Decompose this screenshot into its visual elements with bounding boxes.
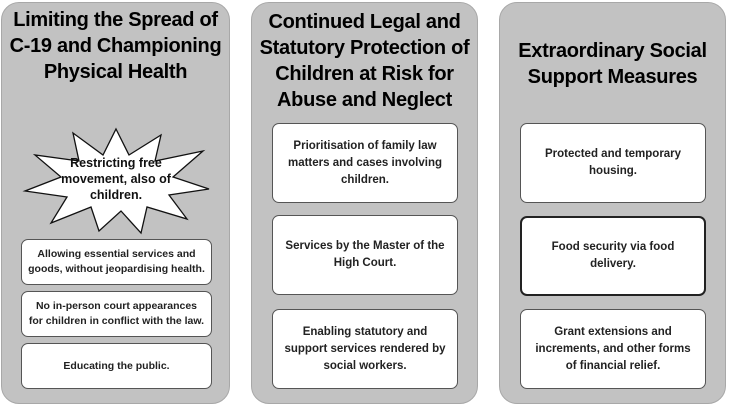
column-title: Extraordinary Social Support Measures — [518, 40, 707, 88]
item-housing: Protected and temporary housing. — [520, 123, 706, 203]
item-master-high-court: Services by the Master of the High Court… — [272, 215, 458, 295]
item-food-security: Food security via food delivery. — [520, 216, 706, 296]
column-social-support: Extraordinary Social Support Measures Pr… — [499, 2, 726, 404]
item-social-workers: Enabling statutory and support services … — [272, 309, 458, 389]
item-educating-public: Educating the public. — [21, 343, 212, 389]
item-text: Prioritisation of family law matters and… — [287, 139, 443, 186]
column-title: Continued Legal and Statutory Protection… — [259, 11, 470, 111]
column-title: Limiting the Spread of C-19 and Champion… — [9, 9, 222, 83]
item-text: No in-person court appearances for child… — [28, 300, 205, 327]
starburst-text: Restricting free movement, also of child… — [61, 156, 171, 202]
item-text: Food security via food delivery. — [551, 241, 675, 270]
column-legal-protection: Continued Legal and Statutory Protection… — [251, 2, 478, 404]
item-text: Services by the Master of the High Court… — [285, 240, 445, 269]
item-text: Grant extensions and increments, and oth… — [535, 325, 691, 372]
item-text: Allowing essential services and goods, w… — [28, 248, 205, 275]
item-text: Enabling statutory and support services … — [284, 325, 446, 372]
item-family-law: Prioritisation of family law matters and… — [272, 123, 458, 203]
item-text: Educating the public. — [63, 359, 170, 372]
item-text: Protected and temporary housing. — [544, 148, 682, 177]
item-grants: Grant extensions and increments, and oth… — [520, 309, 706, 389]
item-essential-services: Allowing essential services and goods, w… — [21, 239, 212, 285]
column-physical-health: Limiting the Spread of C-19 and Champion… — [1, 2, 230, 404]
starburst-icon — [22, 127, 210, 235]
starburst-callout: Restricting free movement, also of child… — [21, 127, 211, 235]
item-no-in-person-court: No in-person court appearances for child… — [21, 291, 212, 337]
